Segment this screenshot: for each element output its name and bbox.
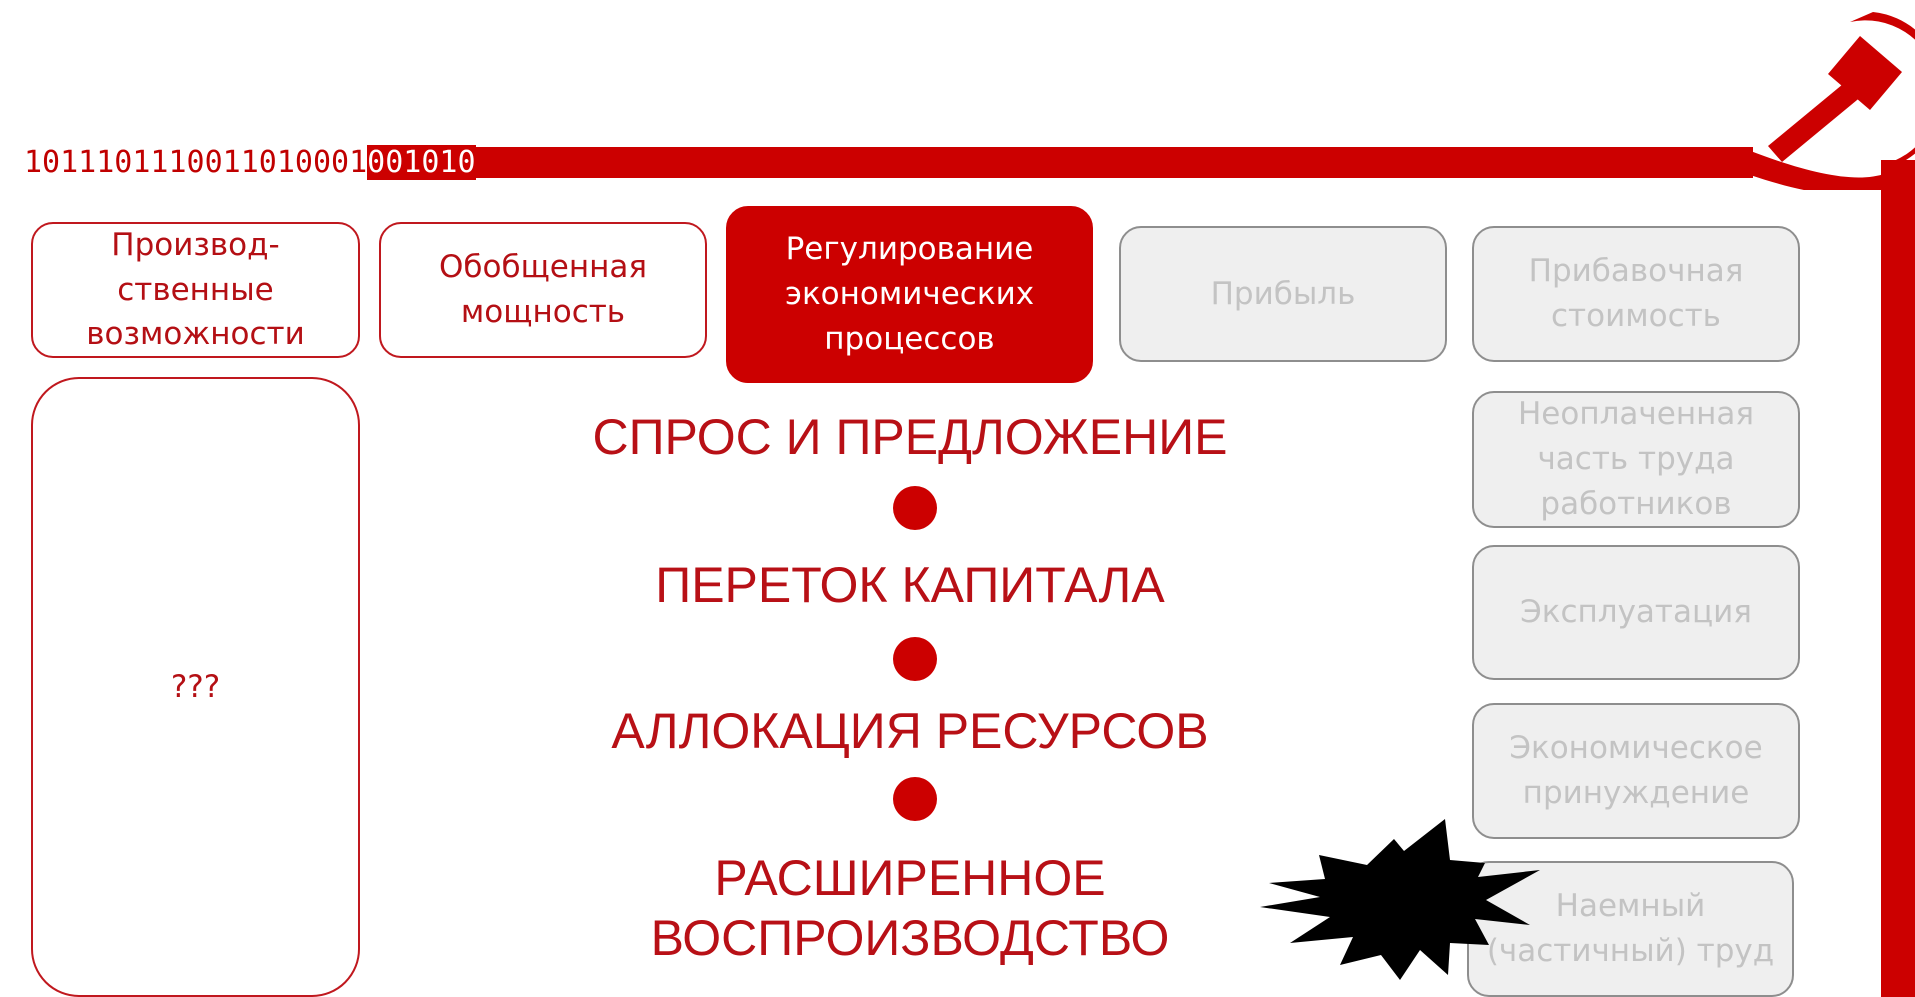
box-label: Обобщенная мощность: [438, 249, 648, 330]
box-label: Прибавочная стоимость: [1528, 253, 1744, 334]
box-economic-regulation: Регулирование экономических процессов: [726, 206, 1093, 383]
chain-dot: [893, 637, 937, 681]
box-aggregate-capacity: Обобщенная мощность: [379, 222, 707, 358]
box-profit: Прибыль: [1119, 226, 1447, 362]
box-production-capabilities: Производ- ственные возможности: [31, 222, 360, 358]
box-label: Эксплуатация: [1520, 594, 1752, 631]
chain-capital-flow: ПЕРЕТОК КАПИТАЛА: [655, 557, 1165, 613]
box-unknown: ???: [31, 377, 360, 997]
chain-resource-allocation: АЛЛОКАЦИЯ РЕСУРСОВ: [611, 703, 1209, 759]
box-surplus-value: Прибавочная стоимость: [1472, 226, 1800, 362]
box-unpaid-labor: Неоплаченная часть труда работников: [1472, 391, 1800, 528]
box-label: Прибыль: [1210, 275, 1356, 312]
box-label: Наемный (частичный) труд: [1486, 888, 1775, 969]
chain-supply-demand: СПРОС И ПРЕДЛОЖЕНИЕ: [592, 409, 1228, 465]
explosion-burst-icon: [1260, 819, 1540, 980]
box-label: Регулирование экономических процессов: [784, 231, 1035, 357]
binary-highlighted: 001010: [367, 145, 476, 180]
box-wage-labor: Наемный (частичный) труд: [1467, 861, 1794, 997]
chain-dot: [893, 777, 937, 821]
chain-dot: [893, 486, 937, 530]
chain-expanded-reproduction: РАСШИРЕННОЕ ВОСПРОИЗВОДСТВО: [650, 850, 1170, 966]
box-exploitation: Эксплуатация: [1472, 545, 1800, 680]
box-label: Производ- ственные возможности: [86, 226, 305, 353]
box-label: Экономическое принуждение: [1509, 730, 1763, 811]
top-red-bar: [433, 147, 1753, 178]
binary-string: 1011101110011010001001010: [24, 145, 476, 180]
box-label: ???: [170, 668, 221, 705]
binary-plain: 1011101110011010001: [24, 145, 368, 180]
box-label: Неоплаченная часть труда работников: [1518, 396, 1754, 522]
right-red-bar: [1881, 160, 1915, 997]
box-economic-coercion: Экономическое принуждение: [1472, 703, 1800, 839]
hammer-and-sickle-icon: [1710, 12, 1915, 190]
